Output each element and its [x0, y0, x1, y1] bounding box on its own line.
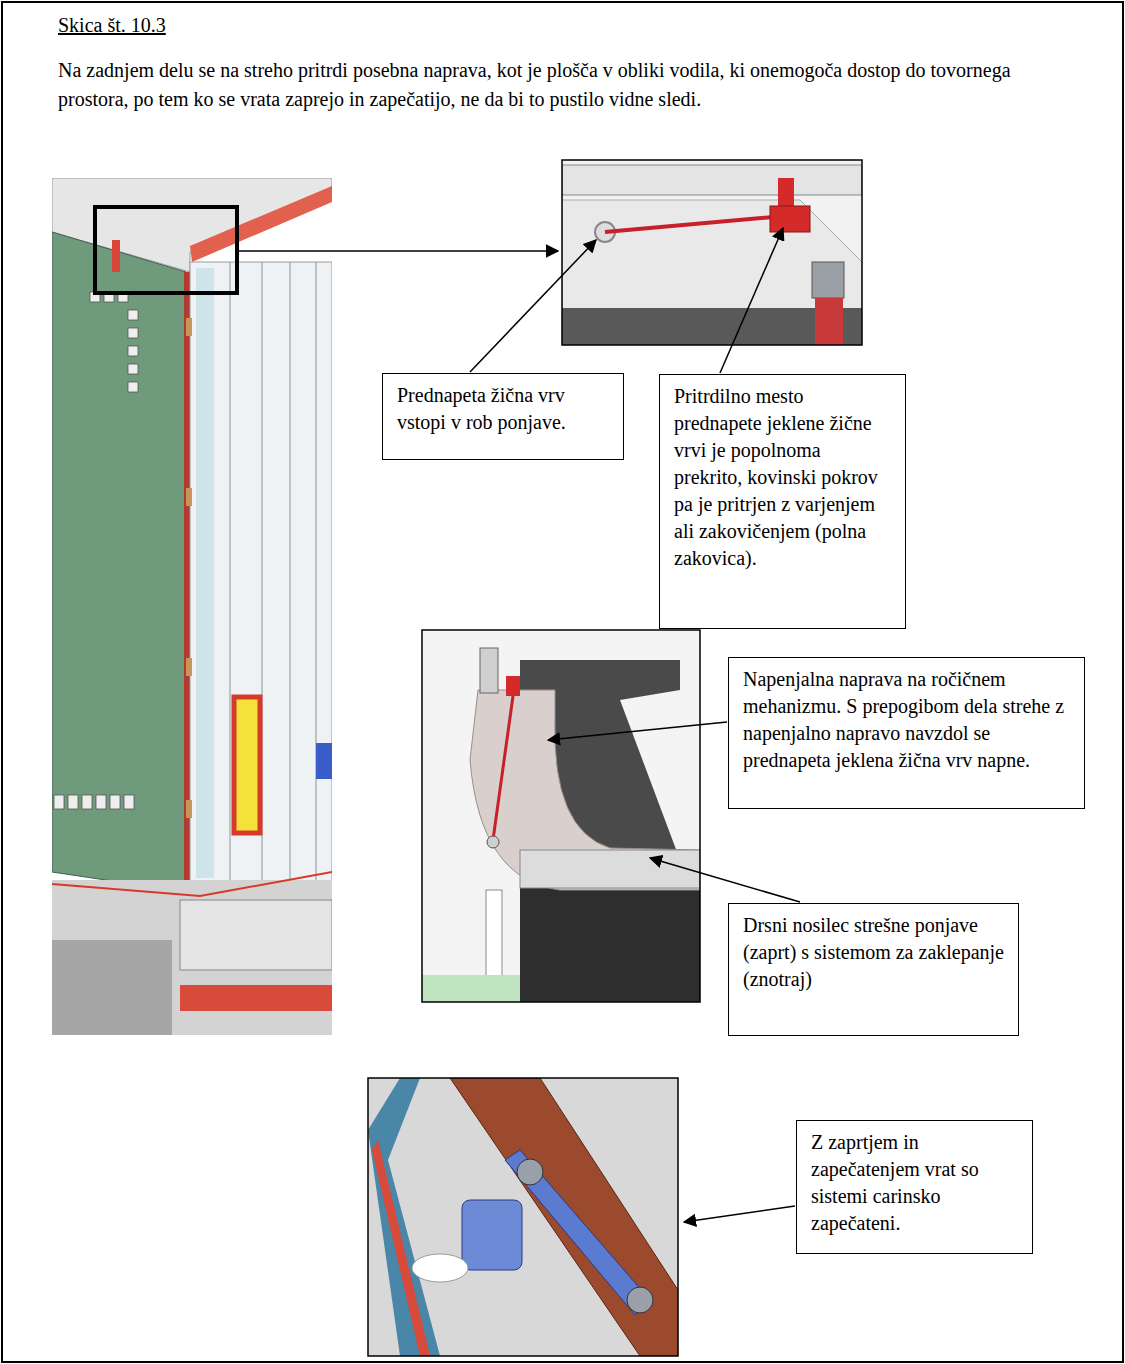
bracket-plate: [770, 206, 810, 232]
curtain: [52, 232, 186, 892]
pivot: [487, 836, 499, 848]
bumper: [180, 985, 332, 1011]
slide-rail: [520, 850, 700, 888]
leader-arrow: [470, 240, 596, 372]
detail-frame: [95, 207, 237, 293]
callout-box: Napenjalna naprava na ročičnem mehanizmu…: [728, 657, 1085, 809]
detail-top: [562, 160, 862, 345]
steel-wire: [605, 216, 785, 232]
reflector: [234, 697, 260, 833]
steel-wire: [493, 696, 513, 840]
callout-box: Prednapeta žična vrv vstopi v rob ponjav…: [382, 373, 624, 460]
callout-text: Napenjalna naprava na ročičnem mehanizmu…: [743, 666, 1070, 774]
callout-box: Pritrdilno mesto prednapete jeklene žičn…: [659, 374, 906, 629]
hinge: [812, 262, 844, 298]
chassis-red-line: [52, 872, 332, 896]
door-edge: [368, 1078, 440, 1356]
view-ground: [52, 178, 332, 1035]
curtain-strip: [422, 975, 520, 1002]
detail-bottom: [368, 1078, 678, 1356]
detail-middle: [422, 630, 700, 1002]
door-pins: [186, 318, 192, 818]
callout-box: Drsni nosilec strešne ponjave (zaprt) s …: [728, 903, 1019, 1036]
tension-arm: [470, 690, 700, 890]
detail-border: [422, 630, 700, 1002]
bolt: [517, 1159, 543, 1185]
bolt: [627, 1287, 653, 1313]
rear-post: [450, 1078, 678, 1356]
door-seal: [372, 1140, 430, 1356]
hinge-disc: [412, 1254, 468, 1282]
callout-box: Z zaprtjem in zapečatenjem vrat so siste…: [796, 1120, 1033, 1254]
detail-ground: [368, 1078, 678, 1356]
bracket: [778, 178, 794, 206]
callout-text: Drsni nosilec strešne ponjave (zaprt) s …: [743, 912, 1004, 993]
leader-arrow: [720, 228, 783, 373]
doors: [190, 262, 332, 882]
strap: [486, 890, 502, 985]
callout-text: Z zaprtjem in zapečatenjem vrat so siste…: [811, 1129, 1018, 1237]
lever: [112, 240, 120, 272]
callout-text: Pritrdilno mesto prednapete jeklene žičn…: [674, 383, 891, 572]
rear-frame: [180, 900, 332, 970]
detail-arrow: [237, 250, 558, 252]
arm-tip: [480, 648, 498, 693]
lock-hook: [462, 1200, 522, 1270]
detail-ground: [422, 630, 700, 1002]
leader-arrow: [650, 858, 800, 902]
roof-panel: [562, 200, 862, 310]
detail-ground: [562, 160, 862, 345]
chassis: [52, 880, 332, 1035]
leader-arrow: [548, 722, 727, 740]
sketch-title: Skica št. 10.3: [58, 12, 166, 38]
detail-border: [368, 1078, 678, 1356]
leader-arrow: [684, 1206, 795, 1222]
seal-plate: [505, 1150, 650, 1315]
wire-clamp: [506, 676, 520, 696]
detail-border: [562, 160, 862, 345]
callout-text: Prednapeta žična vrv vstopi v rob ponjav…: [397, 382, 609, 436]
chassis-frame: [52, 940, 172, 1035]
description-text: Na zadnjem delu se na streho pritrdi pos…: [58, 56, 1023, 114]
roof-rail: [562, 165, 862, 195]
trailer-view: [52, 178, 332, 1035]
door-lines: [230, 262, 316, 880]
curtain-marks: [54, 292, 138, 809]
door-column: [196, 268, 214, 878]
curtain-edge: [184, 272, 190, 892]
hinge-red: [815, 298, 843, 345]
blue-plate: [316, 743, 332, 779]
